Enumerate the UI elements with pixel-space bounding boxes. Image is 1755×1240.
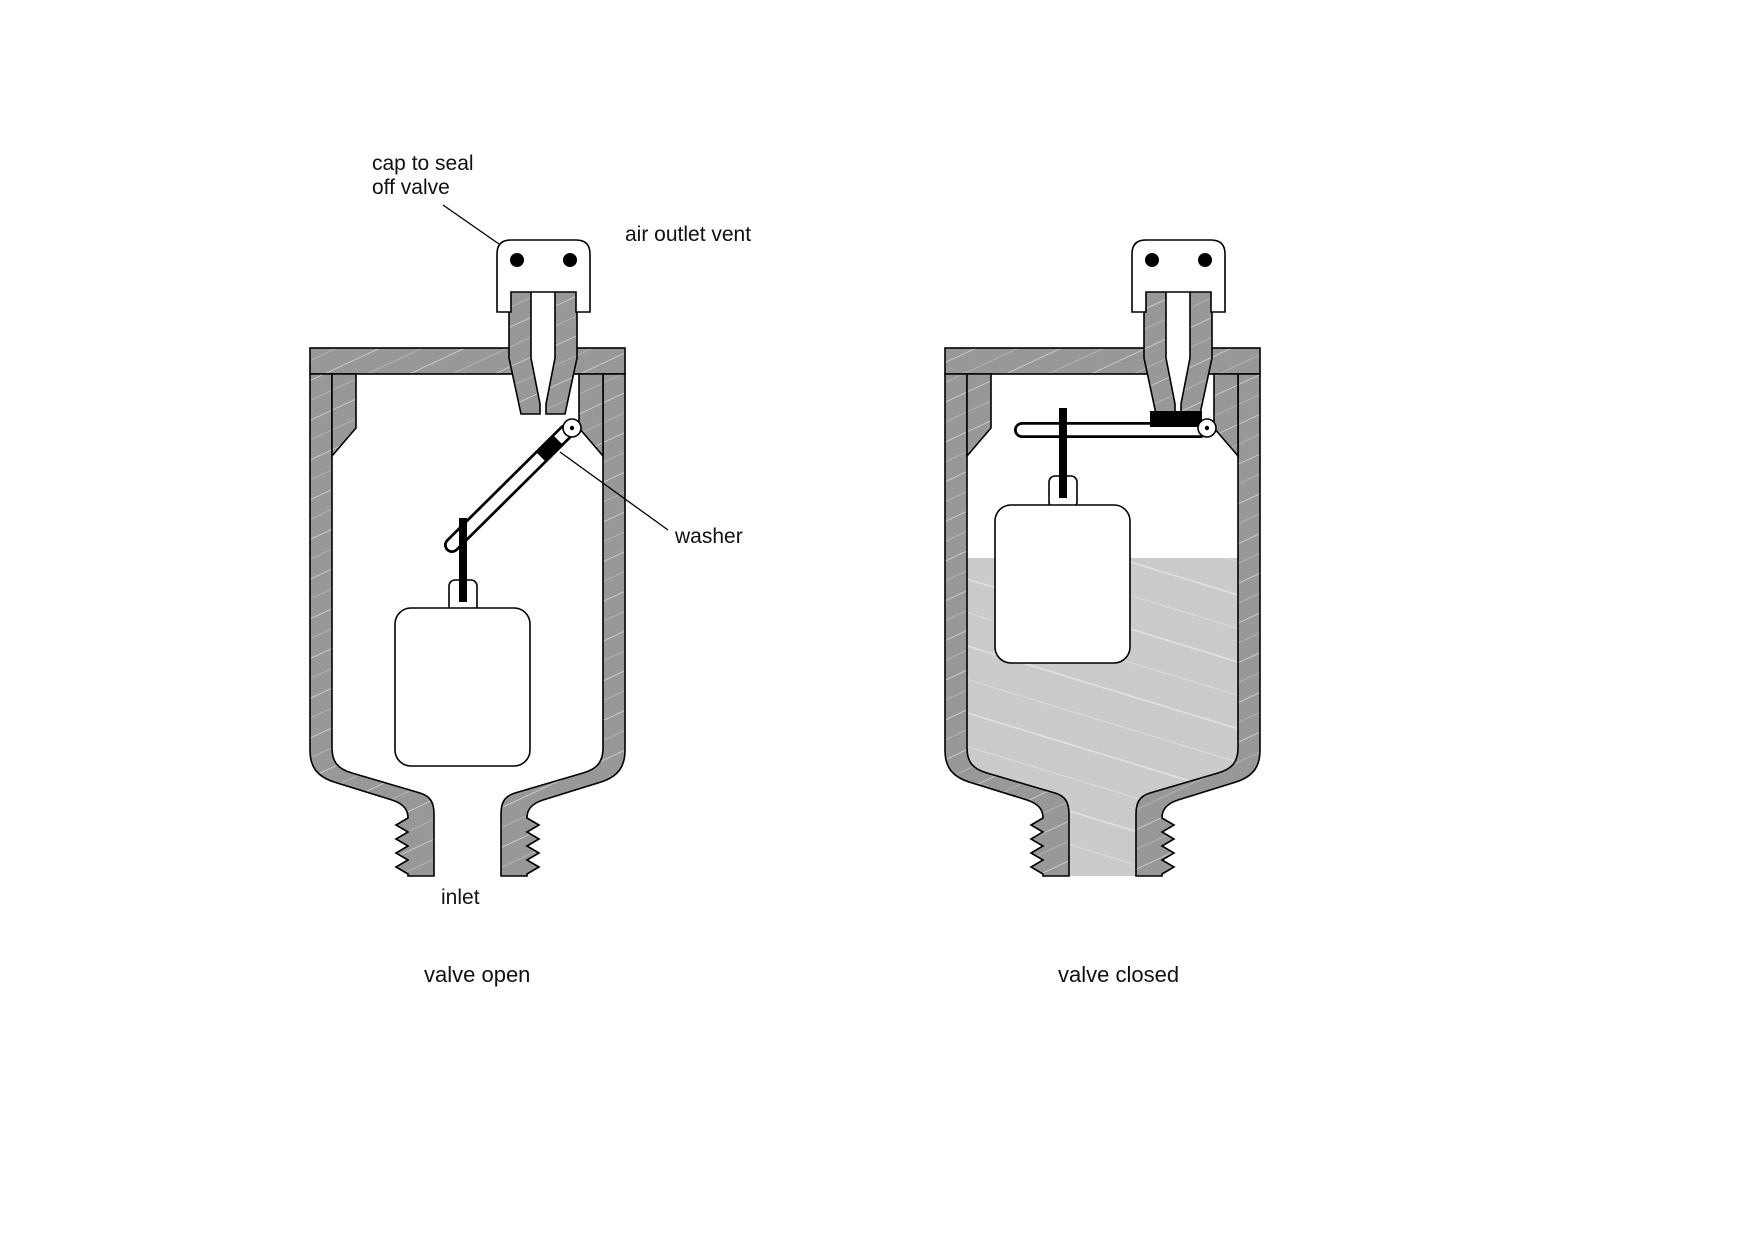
label-air-outlet-vent: air outlet vent	[625, 223, 751, 246]
valve-nozzle-left-leg	[508, 289, 541, 415]
cap-oring-right	[563, 253, 577, 267]
valve-nozzle-right-leg	[545, 289, 578, 415]
caption-valve-closed: valve closed	[1058, 962, 1179, 987]
annotations: cap to seal off valve air outlet vent wa…	[372, 152, 1179, 987]
inner-shoulder-left	[966, 373, 992, 459]
label-washer: washer	[674, 525, 743, 548]
valve-nozzle-left-leg	[1143, 289, 1176, 415]
left-valve-diagram-open	[309, 239, 626, 877]
inner-shoulder-right	[578, 373, 604, 459]
cap-oring-right	[1198, 253, 1212, 267]
inner-shoulder-right	[1213, 373, 1239, 459]
label-cap-line2: off valve	[372, 176, 450, 199]
cap-oring-left	[1145, 253, 1159, 267]
vessel-right-wall	[1135, 373, 1261, 877]
float	[394, 607, 531, 767]
leader-cap	[442, 204, 500, 245]
vessel-left-wall	[944, 373, 1070, 877]
cap-oring-left	[510, 253, 524, 267]
valve-nozzle-right-leg	[1180, 289, 1213, 415]
right-valve-diagram-closed	[944, 239, 1261, 877]
caption-valve-open: valve open	[424, 962, 530, 987]
lever-pivot-pin	[1204, 425, 1210, 431]
washer-seal	[535, 434, 564, 463]
washer-seal	[1150, 411, 1202, 427]
lever-pivot-pin	[569, 425, 575, 431]
vessel-right-wall	[500, 373, 626, 877]
leader-washer	[559, 451, 669, 531]
label-inlet: inlet	[441, 886, 480, 909]
inner-shoulder-left	[331, 373, 357, 459]
vessel-left-wall	[309, 373, 435, 877]
label-cap-line1: cap to seal	[372, 152, 474, 175]
float	[994, 504, 1131, 664]
